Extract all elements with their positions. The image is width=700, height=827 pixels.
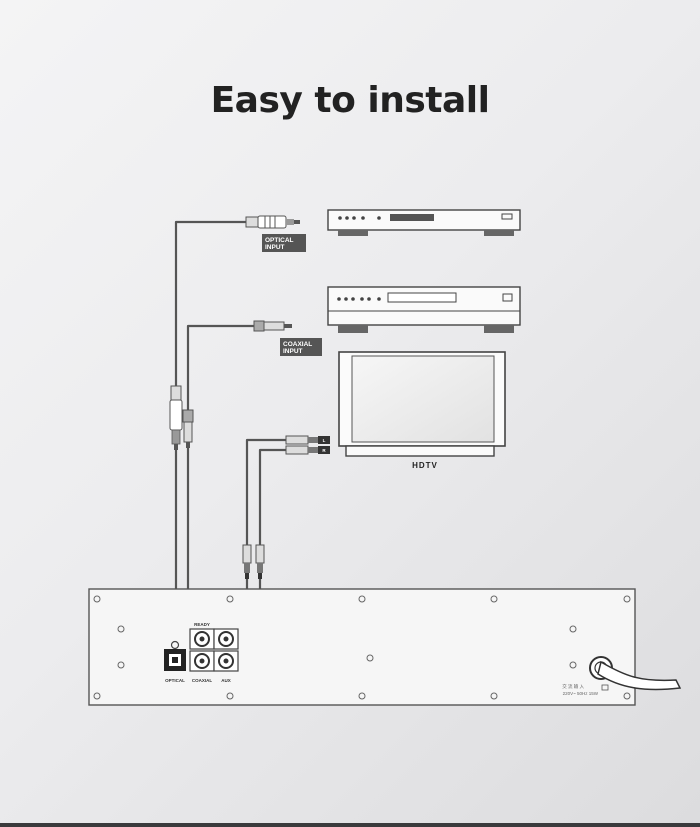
aux-cable-plugs-soundbar [242,544,265,579]
bottom-bar [0,823,700,827]
ready-label: READY [194,622,210,627]
optical-input-tag: OPTICAL INPUT [262,234,306,252]
svg-text:INPUT: INPUT [265,244,285,251]
svg-text:COAXIAL: COAXIAL [283,341,312,348]
hdtv: HDTV [338,351,506,470]
aux-r-tag: R [322,448,326,453]
coaxial-source-device [327,286,521,333]
svg-text:OPTICAL: OPTICAL [265,237,294,244]
optical-port [164,640,186,671]
aux-l-tag: L [323,438,326,443]
power-spec-line1: 交 流 输 入 [562,683,584,690]
hdtv-label: HDTV [412,461,438,470]
coaxial-label: COAXIAL [192,678,213,683]
coaxial-port [189,628,215,672]
svg-text:INPUT: INPUT [283,348,303,355]
aux-cable-plugs-tv: L R [285,435,330,455]
coaxial-cable-plug [182,320,292,448]
soundbar-back-panel: READY OPTICAL COAXIAL AUX 交 流 输 入 220V~ … [88,588,682,706]
optical-label: OPTICAL [165,678,185,683]
aux-port [213,628,239,672]
optical-source-device [327,209,521,236]
power-inlet [589,656,682,691]
coaxial-input-tag: COAXIAL INPUT [280,338,322,356]
aux-label: AUX [221,678,231,683]
page-title: Easy to install [210,80,490,121]
optical-cable-plug [169,215,300,450]
power-spec-line2: 220V~ 50Hz 15W [563,691,599,696]
